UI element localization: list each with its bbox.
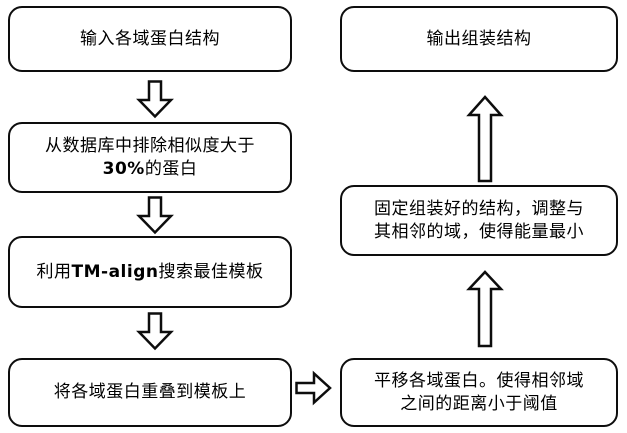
tmalign-suffix: 搜索最佳模板 — [158, 261, 264, 282]
up-arrow-1 — [466, 270, 504, 348]
down-arrow-1 — [135, 80, 175, 119]
node-translate-domains: 平移各域蛋白。使得相邻域 之间的距离小于阈值 — [340, 358, 618, 427]
node-translate-domains-label: 平移各域蛋白。使得相邻域 之间的距离小于阈值 — [352, 370, 606, 416]
node-superimpose-on-template-label: 将各域蛋白重叠到模板上 — [53, 382, 247, 403]
exclude-threshold-value: 30% — [102, 158, 145, 179]
node-fix-assembled-structure: 固定组装好的结构，调整与 其相邻的域，使得能量最小 — [340, 185, 618, 256]
node-fix-assembled-structure-label: 固定组装好的结构，调整与 其相邻的域，使得能量最小 — [352, 198, 606, 244]
node-tmalign-search: 利用TM-align搜索最佳模板 — [8, 236, 292, 308]
node-exclude-similar-proteins-label: 从数据库中排除相似度大于 30%的蛋白 — [20, 135, 280, 181]
up-arrow-2 — [466, 95, 504, 183]
node-tmalign-search-label: 利用TM-align搜索最佳模板 — [20, 261, 280, 284]
node-input-domain-structures: 输入各域蛋白结构 — [8, 6, 292, 72]
fix-line-1: 固定组装好的结构，调整与 — [374, 198, 584, 219]
right-arrow-1 — [295, 370, 332, 406]
tmalign-prefix: 利用 — [36, 261, 72, 282]
node-output-assembled-structure: 输出组装结构 — [340, 6, 618, 72]
node-input-domain-structures-label: 输入各域蛋白结构 — [80, 28, 220, 49]
node-output-assembled-structure-label: 输出组装结构 — [426, 28, 532, 49]
translate-line-2: 之间的距离小于阈值 — [400, 393, 558, 414]
node-superimpose-on-template: 将各域蛋白重叠到模板上 — [8, 358, 292, 427]
down-arrow-3 — [135, 312, 175, 351]
node-exclude-similar-proteins: 从数据库中排除相似度大于 30%的蛋白 — [8, 122, 292, 193]
translate-line-1: 平移各域蛋白。使得相邻域 — [374, 370, 584, 391]
tmalign-tool-name: TM-align — [71, 261, 159, 282]
fix-line-2: 其相邻的域，使得能量最小 — [374, 221, 584, 242]
exclude-line-2-rest: 的蛋白 — [144, 158, 198, 179]
down-arrow-2 — [135, 196, 175, 235]
exclude-line-1: 从数据库中排除相似度大于 — [45, 135, 255, 156]
